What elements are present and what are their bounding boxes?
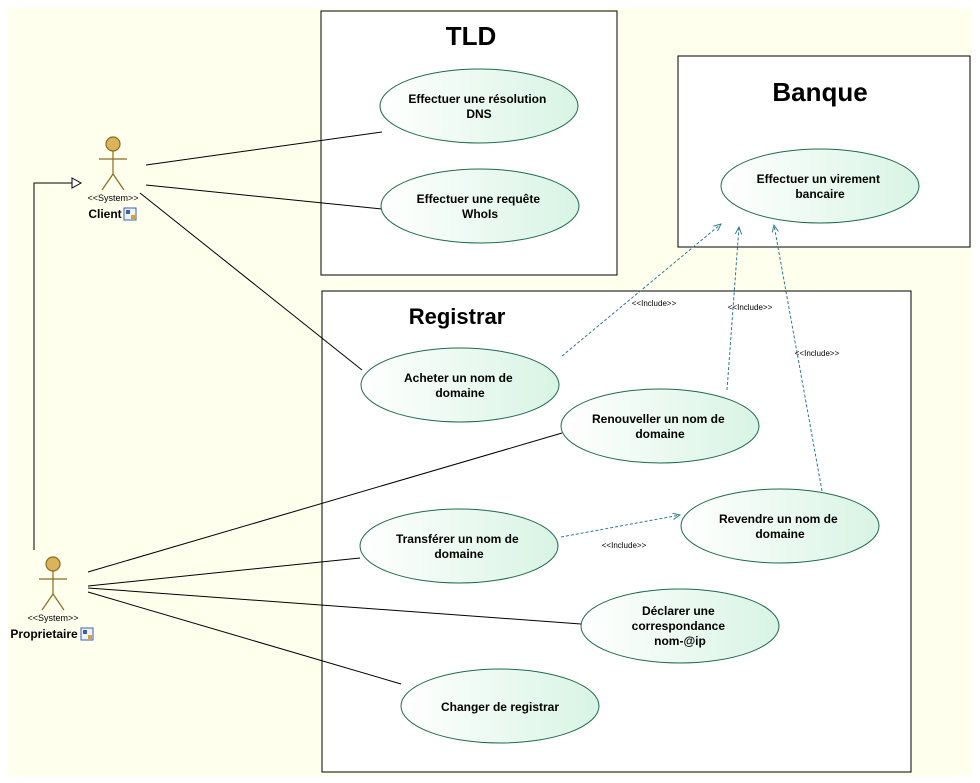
- include-label-revendre: <<Include>>: [795, 349, 840, 358]
- assoc-prop-declarer: [87, 587, 582, 625]
- assoc-client-acheter: [139, 192, 363, 371]
- usecase-label: Effectuer un virement bancaire: [757, 172, 884, 201]
- usecase-acheter[interactable]: Acheter un nom de domaine: [360, 347, 560, 423]
- actor-client-stereotype: <<System>>: [87, 193, 138, 203]
- include-label-transferer: <<Include>>: [602, 541, 647, 550]
- include-label-renouveller: <<Include>>: [728, 303, 773, 312]
- include-dependencies: [560, 224, 823, 538]
- usecase-resolution-dns[interactable]: Effectuer une résolution DNS: [379, 68, 579, 144]
- include-transferer-revendre: [560, 515, 680, 538]
- include-label-acheter: <<Include>>: [632, 299, 677, 308]
- usecase-transferer[interactable]: Transférer un nom de domaine: [359, 508, 559, 584]
- usecase-label: Revendre un nom de domaine: [719, 512, 841, 541]
- assoc-prop-renouveller: [87, 432, 563, 573]
- actor-badge-icon: [123, 207, 137, 221]
- usecase-label: Déclarer une correspondance nom-@ip: [632, 604, 729, 648]
- usecase-label: Renouveller un nom de domaine: [592, 412, 728, 441]
- usecase-virement[interactable]: Effectuer un virement bancaire: [720, 148, 920, 224]
- association-lines: [87, 131, 582, 685]
- assoc-prop-transferer: [87, 557, 361, 587]
- stick-figure-icon: [99, 136, 127, 191]
- actor-proprietaire-name: Proprietaire: [10, 627, 78, 641]
- usecase-changer[interactable]: Changer de registrar: [400, 668, 600, 744]
- assoc-client-resolution: [145, 131, 383, 166]
- generalization-line: [33, 182, 72, 550]
- actor-client[interactable]: <<System>> Client: [87, 136, 139, 221]
- usecase-label: Transférer un nom de domaine: [396, 532, 522, 561]
- actor-proprietaire-stereotype: <<System>>: [27, 613, 78, 623]
- usecase-label: Effectuer une requête WhoIs: [417, 192, 544, 221]
- assoc-client-whois: [145, 184, 383, 210]
- usecase-label: Acheter un nom de domaine: [404, 371, 516, 400]
- usecase-declarer[interactable]: Déclarer une correspondance nom-@ip: [580, 588, 780, 664]
- generalization-arrowhead: [71, 177, 83, 189]
- include-renouveller-virement: [726, 227, 739, 391]
- assoc-prop-changer: [87, 591, 402, 685]
- actor-badge-icon: [80, 627, 94, 641]
- actor-proprietaire[interactable]: <<System>> Proprietaire: [10, 556, 94, 641]
- actor-client-name: Client: [88, 207, 121, 221]
- system-banque-title: Banque: [772, 77, 867, 107]
- usecase-requete-whois[interactable]: Effectuer une requête WhoIs: [380, 168, 580, 244]
- include-acheter-virement: [561, 224, 721, 357]
- usecase-renouveller[interactable]: Renouveller un nom de domaine: [560, 388, 760, 464]
- usecase-label: Effectuer une résolution DNS: [408, 92, 549, 121]
- usecase-label: Changer de registrar: [441, 700, 559, 714]
- system-registrar-title: Registrar: [409, 304, 506, 329]
- include-revendre-virement: [774, 225, 823, 492]
- system-tld-title: TLD: [446, 21, 497, 51]
- stick-figure-icon: [39, 556, 67, 611]
- usecase-revendre[interactable]: Revendre un nom de domaine: [680, 488, 880, 564]
